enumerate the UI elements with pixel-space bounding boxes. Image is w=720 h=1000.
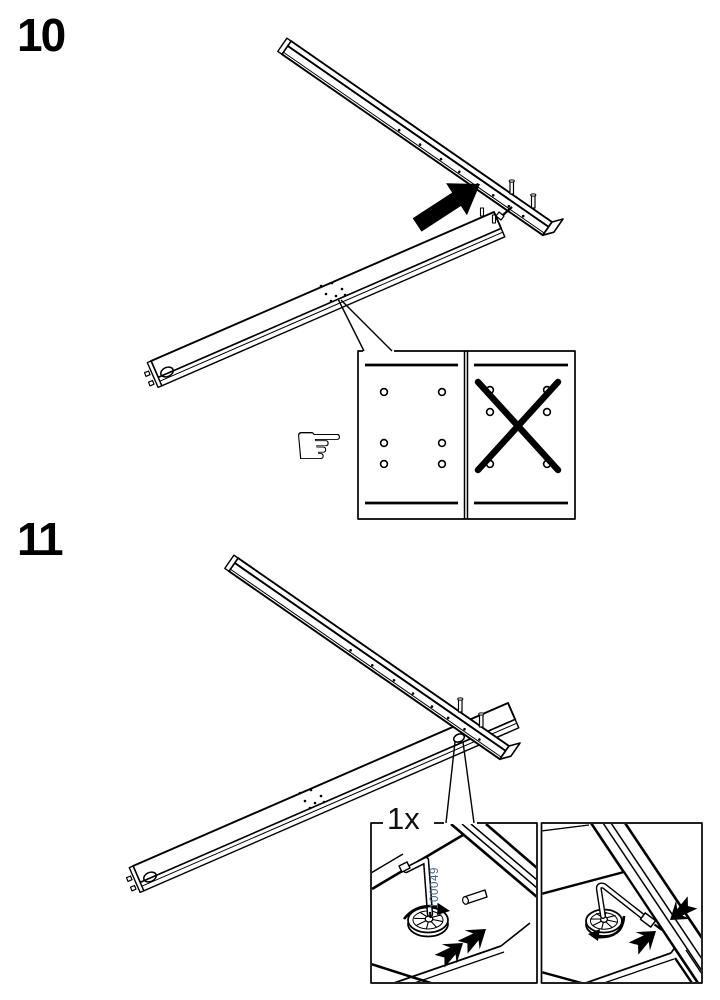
hole-cluster-11 — [298, 788, 326, 810]
background-parts-left — [372, 824, 536, 982]
hole-cluster-10 — [319, 281, 347, 303]
correct-holes-panel — [365, 363, 458, 505]
dowel-icon — [462, 889, 488, 905]
allen-key-icon — [398, 856, 434, 919]
support-rail-11 — [125, 702, 520, 894]
pointing-hand-icon: ☞ — [293, 411, 345, 479]
connector-pins-11 — [457, 697, 485, 728]
connector-pins-10 — [495, 179, 537, 221]
rail-holes-11 — [349, 648, 481, 741]
tool-detail-boxes — [370, 822, 703, 984]
tool-quantity-label: 1x — [383, 801, 424, 837]
tool-part-number: 100049 — [429, 867, 441, 909]
hole-pattern-inset-10 — [357, 350, 576, 520]
rotation-arrow-icon — [402, 903, 450, 920]
insert-arrow-icon — [412, 183, 480, 232]
rail-holes-10 — [397, 128, 525, 218]
rotation-arrow-icon-2 — [588, 915, 626, 941]
step-10-diagram — [143, 37, 576, 520]
callout-lines-10 — [337, 298, 393, 352]
callout-lines-11 — [445, 741, 475, 824]
step-11-number: 11 — [17, 513, 64, 565]
step-10-number: 10 — [17, 9, 66, 61]
cam-lock-icon-2 — [585, 908, 623, 937]
support-rail-10 — [143, 207, 506, 389]
detail-box-tighten — [540, 822, 703, 984]
detail-box-insert-tool — [370, 822, 538, 984]
side-rail-11 — [224, 554, 521, 761]
wrong-holes-panel — [474, 363, 568, 505]
side-rail-10 — [277, 37, 564, 237]
step-11-diagram — [125, 554, 703, 984]
cam-lock-hole — [452, 733, 466, 743]
support-rail-edges-right — [542, 870, 701, 982]
cross-out-icon — [474, 378, 562, 474]
allen-key-icon-2 — [595, 882, 663, 931]
